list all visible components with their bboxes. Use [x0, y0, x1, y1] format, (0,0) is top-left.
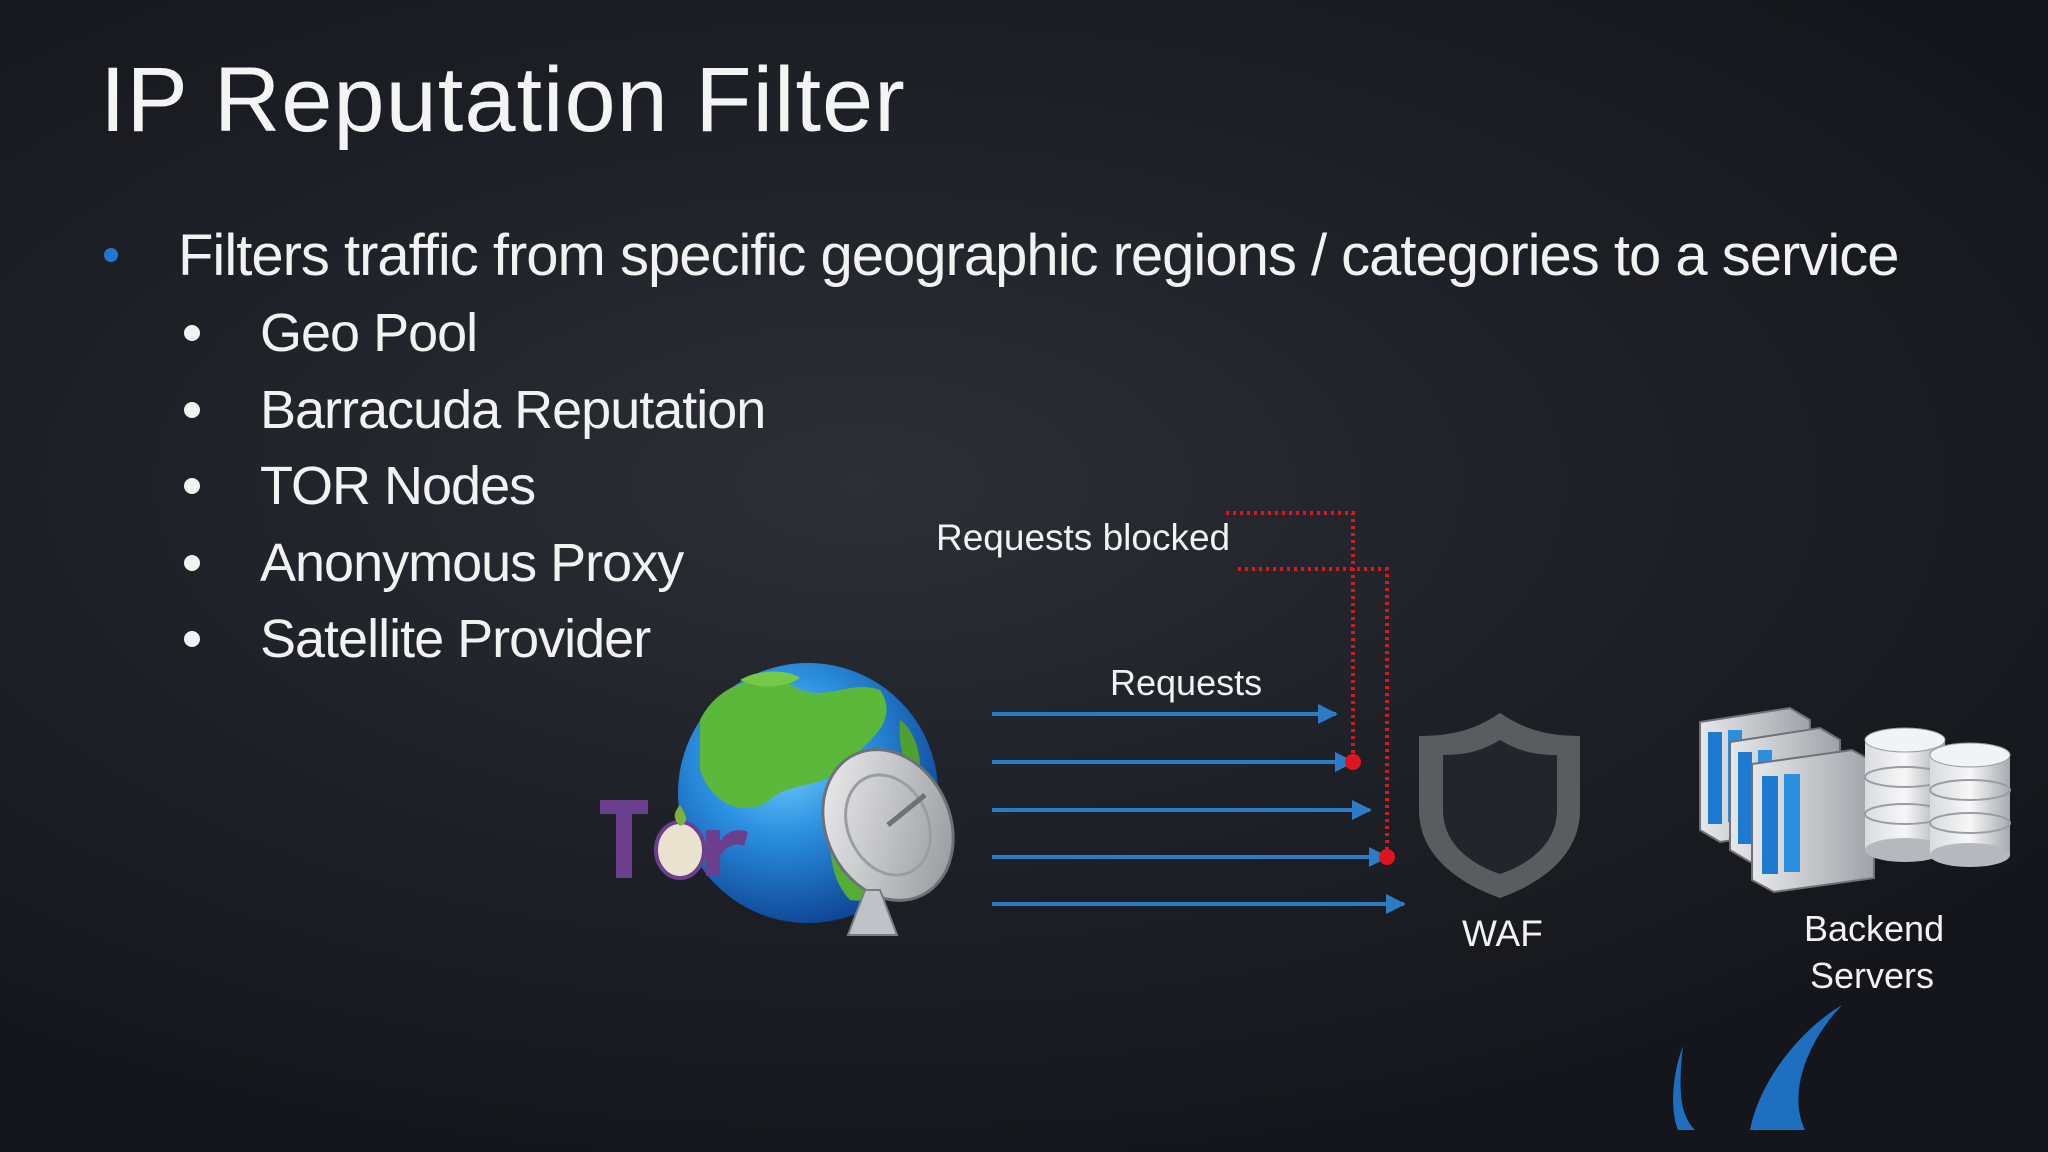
slide-title: IP Reputation Filter [100, 49, 906, 151]
bullet-dot [184, 402, 200, 418]
main-bullet-text: Filters traffic from specific geographic… [178, 222, 1899, 288]
blocked-paths [1226, 511, 1395, 865]
block-point [1345, 754, 1361, 770]
sub-bullet-text: TOR Nodes [260, 456, 536, 516]
tor-logo [600, 800, 748, 880]
shield-icon [1419, 713, 1580, 898]
sub-bullet-barracuda-reputation: Barracuda Reputation [180, 375, 766, 445]
sub-bullet-text: Geo Pool [260, 303, 478, 363]
blocked-path [1226, 511, 1355, 762]
backend-label-line2: Servers [1810, 955, 1935, 996]
sub-bullet-text: Barracuda Reputation [260, 380, 766, 440]
backend-label-line1: Backend [1804, 908, 1945, 949]
satellite-dish-icon [821, 748, 955, 936]
sub-bullet-satellite-provider: Satellite Provider [180, 604, 651, 674]
bullet-dot [184, 631, 200, 647]
bullet-dot [184, 325, 200, 341]
main-bullet: Filters traffic from specific geographic… [100, 215, 1899, 295]
bullet-dot [104, 248, 118, 262]
sub-bullet-anonymous-proxy: Anonymous Proxy [180, 528, 684, 598]
sub-bullet-text: Anonymous Proxy [260, 533, 684, 593]
bullet-dot [184, 478, 200, 494]
database-icon [1864, 727, 2011, 867]
sub-bullet-tor-nodes: TOR Nodes [180, 451, 536, 521]
sub-bullet-text: Satellite Provider [260, 609, 651, 669]
bullet-list: Filters traffic from specific geographic… [100, 215, 1899, 674]
sub-bullet-geo-pool: Geo Pool [180, 298, 478, 368]
blocked-path [1238, 567, 1389, 857]
barracuda-logo [1673, 1005, 1842, 1130]
request-arrows [992, 704, 1406, 914]
bullet-dot [184, 555, 200, 571]
waf-label: WAF [1462, 913, 1543, 954]
server-rack-icon [1699, 706, 1875, 894]
block-point [1379, 849, 1395, 865]
requests-blocked-label: Requests blocked [936, 517, 1231, 558]
requests-label: Requests [1110, 662, 1263, 703]
